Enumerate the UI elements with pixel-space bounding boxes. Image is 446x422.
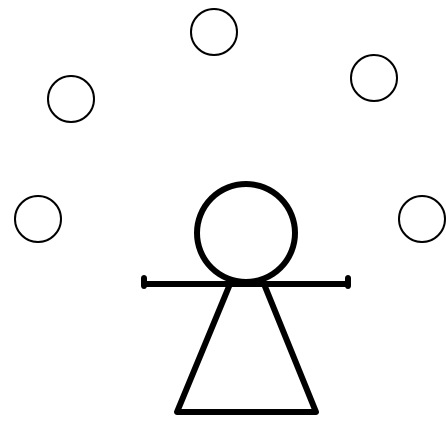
circle-icon bbox=[399, 196, 445, 242]
figure-body bbox=[177, 284, 316, 412]
circle-icon bbox=[351, 55, 397, 101]
circle-icon bbox=[48, 76, 94, 122]
person-icon bbox=[144, 184, 348, 412]
figure-head bbox=[197, 184, 295, 282]
floating-circles bbox=[15, 9, 445, 242]
circle-icon bbox=[15, 196, 61, 242]
circle-icon bbox=[191, 9, 237, 55]
